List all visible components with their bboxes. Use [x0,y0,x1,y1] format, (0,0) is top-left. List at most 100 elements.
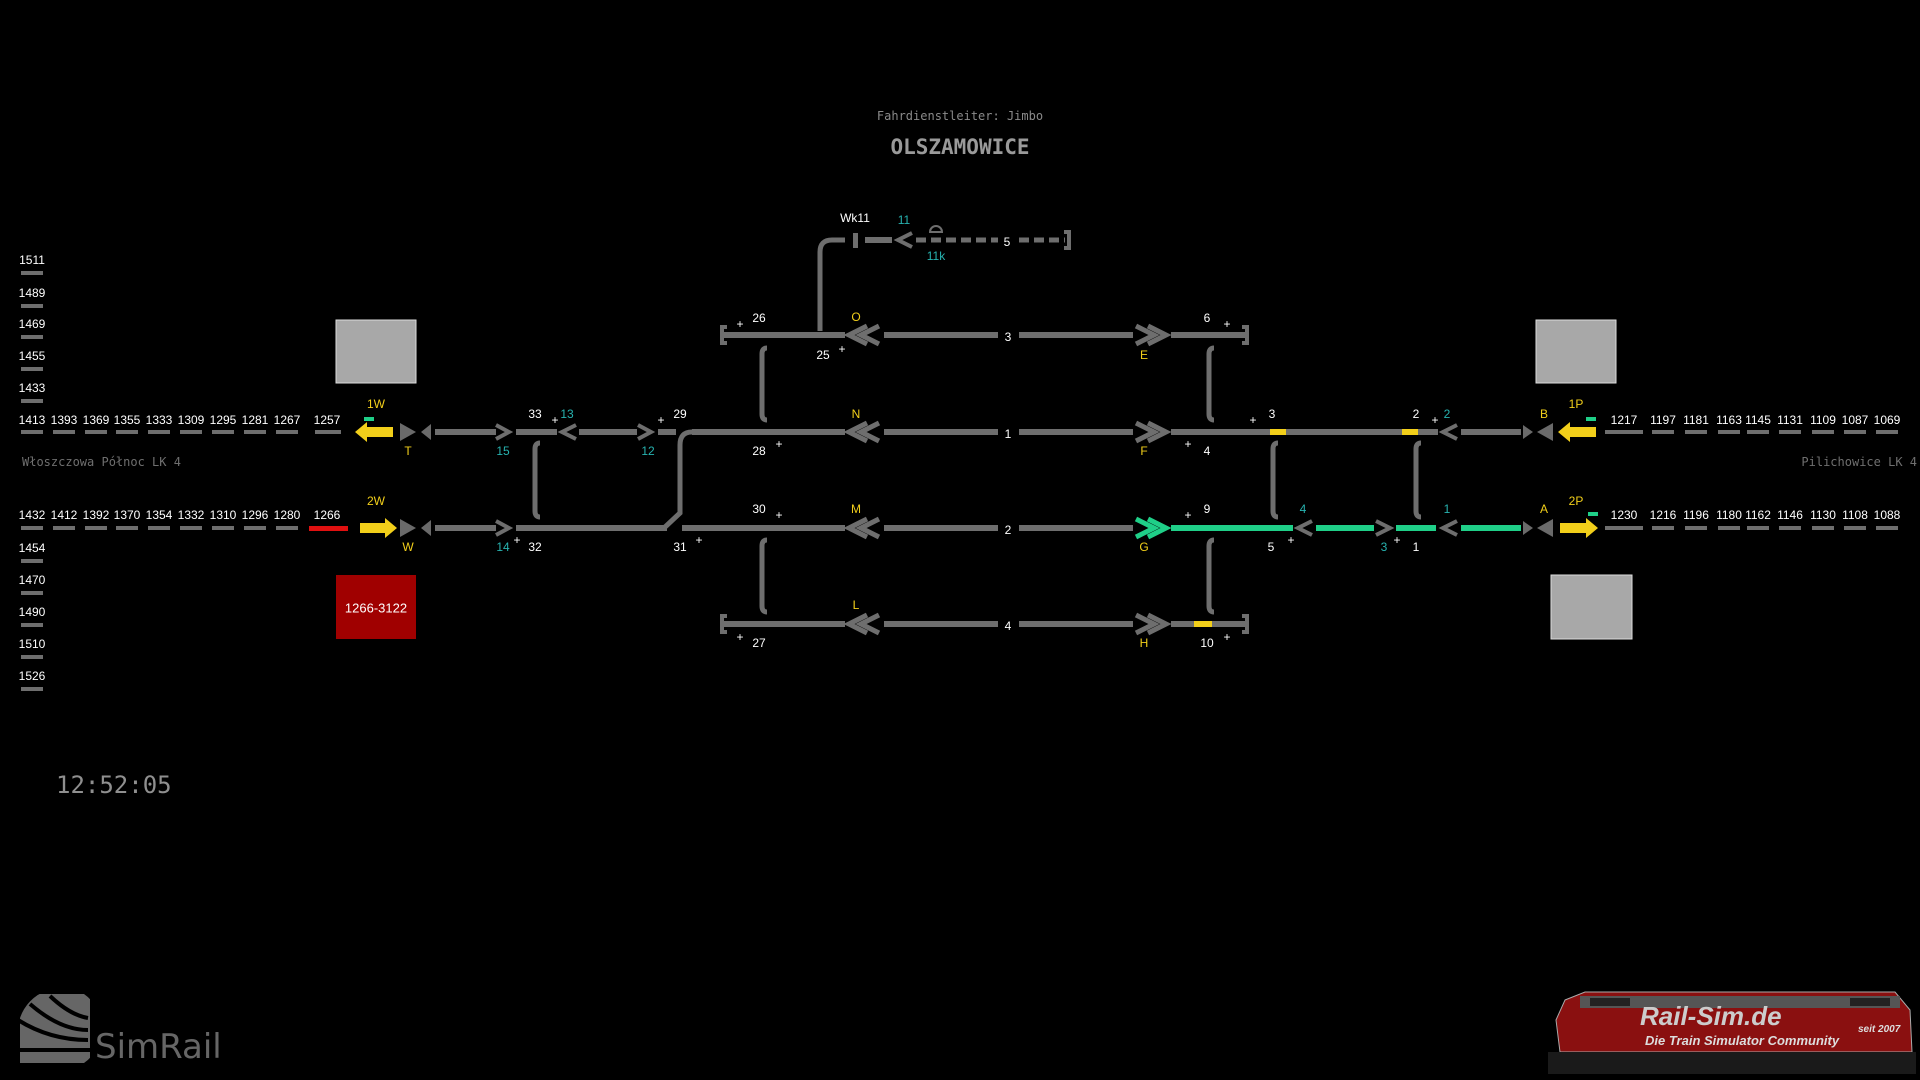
switch-position-plus: + [1431,413,1438,427]
crossover[interactable] [1206,537,1215,615]
block-section[interactable] [315,430,341,434]
indicator-dash [1685,430,1707,434]
signal-double-chevron-icon[interactable] [855,516,881,540]
signal-double-chevron-icon[interactable] [1134,420,1160,444]
direction-left: Włoszczowa Północ LK 4 [22,455,181,469]
switch-chevron-icon[interactable] [1438,423,1458,441]
signal-double-chevron-icon[interactable] [843,323,869,347]
block-label: 1069 [1874,413,1901,427]
shunt-signal-label: 1 [1444,502,1451,516]
signal-double-chevron-icon[interactable] [855,420,881,444]
signal-panel-box-right-top[interactable] [1535,319,1617,384]
block-label: 1490 [19,605,46,619]
signal-triangle-icon[interactable] [400,423,416,441]
switch-label: 2 [1413,407,1420,421]
train-box[interactable]: 1266-3122 [336,575,416,639]
switch-chevron-icon[interactable] [1375,519,1395,537]
block-label: 1196 [1683,508,1709,522]
siding-signal-bar[interactable] [853,233,858,248]
derailer-icon[interactable] [928,225,944,233]
block-label: 1296 [242,508,269,522]
signal-triangle-icon[interactable] [1537,423,1553,441]
signal-panel-box-left-top[interactable] [335,319,417,384]
indicator-dash [1652,430,1674,434]
signal-double-chevron-icon[interactable] [1146,420,1172,444]
indicator-dash [1718,430,1740,434]
indicator-dash [148,526,170,530]
signal-double-chevron-icon[interactable] [1134,516,1160,540]
switch-chevron-icon[interactable] [557,423,577,441]
signal-triangle-icon[interactable] [1523,425,1533,439]
switch-chevron-icon[interactable] [1438,519,1458,537]
signal-label-1p: 1P [1569,397,1584,411]
switch-position-plus: + [775,508,782,522]
block-section-occupied[interactable] [309,526,348,531]
switch-position-plus: + [838,342,845,356]
arrow-right-icon[interactable] [360,518,397,538]
crossover[interactable] [1206,345,1215,423]
switch-label: 3 [1269,407,1276,421]
indicator-dash [1876,430,1898,434]
crossover[interactable] [1270,440,1279,520]
signal-triangle-icon[interactable] [421,424,431,440]
signal-double-chevron-icon[interactable] [1134,323,1160,347]
signal-double-chevron-icon[interactable] [843,420,869,444]
signal-triangle-icon[interactable] [421,520,431,536]
indicator-dash [1779,430,1801,434]
signal-double-chevron-icon[interactable] [843,612,869,636]
switch-label: 9 [1204,502,1211,516]
crossover[interactable] [1413,440,1422,520]
signal-label-m: M [851,502,861,516]
signal-double-chevron-icon[interactable] [1134,612,1160,636]
switch-label: 5 [1268,540,1275,554]
siding-track[interactable] [817,237,845,331]
block-label: 1489 [19,286,46,300]
signal-triangle-icon[interactable] [1537,519,1553,537]
arrow-right-icon[interactable] [1560,518,1598,538]
switch-position-plus: + [695,533,702,547]
signal-double-chevron-icon[interactable] [1146,516,1172,540]
switch-position-plus: + [1223,630,1230,644]
block-label: 1108 [1842,508,1868,522]
signal-double-chevron-icon[interactable] [843,516,869,540]
indicator-dash [1685,526,1707,530]
signal-label-2p: 2P [1569,494,1584,508]
switch-chevron-icon[interactable] [495,423,514,441]
signal-triangle-icon[interactable] [400,519,416,537]
switch-chevron-icon[interactable] [495,519,514,537]
block-label: 1369 [83,413,110,427]
block-label: 1130 [1810,508,1836,522]
indicator-dash [21,559,43,563]
arrow-left-icon[interactable] [355,422,393,442]
indicator-dash [244,430,266,434]
signal-double-chevron-icon[interactable] [855,323,881,347]
station-title: OLSZAMOWICE [890,135,1029,159]
signal-double-chevron-icon[interactable] [1146,612,1172,636]
crossover[interactable] [662,429,693,530]
signal-triangle-icon[interactable] [1523,521,1533,535]
block-label: 1145 [1745,413,1771,427]
crossover[interactable] [759,345,768,423]
crossover[interactable] [532,440,541,520]
signal-double-chevron-icon[interactable] [1146,323,1172,347]
crossover[interactable] [759,537,768,615]
direction-right: Pilichowice LK 4 [1801,455,1917,469]
track-layer [21,225,1898,691]
switch-chevron-icon[interactable] [1293,519,1313,537]
indicator-dash [1876,526,1898,530]
switch-label: 1 [1413,540,1420,554]
signal-double-chevron-icon[interactable] [855,612,881,636]
switch-chevron-icon[interactable] [893,231,913,249]
signal-label-wk11: Wk11 [840,211,870,225]
signal-label-t: T [404,444,412,458]
shunt-signal-label: 2 [1444,407,1451,421]
block-label: 1180 [1716,508,1742,522]
signal-panel-box-right-bottom[interactable] [1550,574,1633,640]
track-number: 5 [1004,235,1011,249]
switch-chevron-icon[interactable] [637,423,656,441]
indicator-dash [244,526,266,530]
arrow-left-icon[interactable] [1558,422,1596,442]
switch-label: 29 [673,407,687,421]
switch-position-plus: + [1249,413,1256,427]
